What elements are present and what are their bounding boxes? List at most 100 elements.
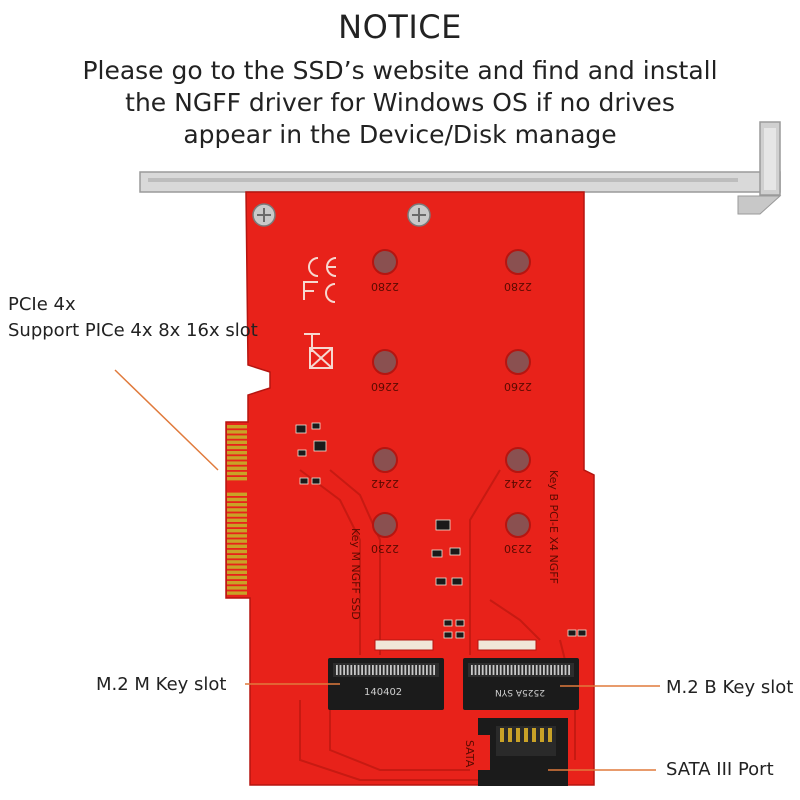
smd-part bbox=[443, 619, 453, 627]
label-2280-left: 2280 bbox=[371, 280, 399, 293]
smd-part bbox=[449, 547, 461, 556]
connector-pin bbox=[517, 665, 520, 675]
smd-part bbox=[313, 440, 327, 452]
label-2260-left: 2260 bbox=[371, 380, 399, 393]
smd-part bbox=[455, 631, 465, 639]
certification-marks bbox=[303, 257, 337, 369]
sata-pin bbox=[548, 728, 552, 742]
smd-part bbox=[577, 629, 587, 637]
gold-finger bbox=[227, 549, 247, 554]
notice-line-1: Please go to the SSD’s website and find … bbox=[82, 56, 718, 85]
mounting-pad bbox=[372, 349, 398, 375]
connector-pin bbox=[397, 665, 399, 675]
callout-b-key-slot: M.2 B Key slot bbox=[666, 677, 794, 698]
mounting-pad bbox=[372, 512, 398, 538]
gold-finger bbox=[227, 529, 247, 533]
smd-components bbox=[295, 422, 587, 639]
notice-line-3: appear in the Device/Disk manage bbox=[183, 120, 617, 149]
gold-finger bbox=[227, 497, 247, 502]
smd-part bbox=[435, 519, 451, 531]
screw-left bbox=[252, 203, 276, 227]
gold-finger bbox=[227, 544, 247, 548]
smd-part bbox=[295, 424, 307, 434]
sata-pin bbox=[500, 728, 504, 742]
ssd-length-mounting-pads bbox=[372, 249, 531, 538]
connector-pin bbox=[525, 665, 527, 675]
connector-pin bbox=[535, 665, 538, 675]
gold-finger bbox=[227, 518, 247, 522]
callout-pcie-title: PCIe 4x bbox=[8, 294, 76, 315]
label-ic-b: 2525A SYN bbox=[495, 687, 545, 697]
gold-finger bbox=[227, 523, 247, 528]
pcb-traces bbox=[299, 469, 576, 781]
connector-pin bbox=[375, 665, 378, 675]
connector-pin bbox=[415, 665, 417, 675]
screw-right bbox=[407, 203, 431, 227]
connector-pin bbox=[568, 665, 570, 675]
connector-pin bbox=[350, 665, 353, 675]
gold-finger bbox=[227, 477, 247, 481]
connector-pin bbox=[386, 665, 389, 675]
notice-title: NOTICE bbox=[338, 8, 462, 46]
connector-pin bbox=[364, 665, 367, 675]
connector-pin bbox=[354, 665, 356, 675]
callout-leader-lines bbox=[114, 369, 660, 771]
label-key-b: Key B PCI-E X4 NGFF bbox=[547, 470, 560, 584]
gold-finger bbox=[227, 581, 247, 585]
connector-pin bbox=[550, 665, 552, 675]
label-ic-m: 140402 bbox=[364, 687, 402, 698]
connector-pin bbox=[507, 665, 509, 675]
connector-pin bbox=[471, 665, 473, 675]
connector-pin bbox=[429, 665, 432, 675]
connector-pin bbox=[474, 665, 477, 675]
connector-pin bbox=[539, 665, 542, 675]
gold-finger bbox=[227, 461, 247, 465]
connector-pin bbox=[361, 665, 363, 675]
gold-finger bbox=[227, 456, 247, 460]
connector-pin bbox=[368, 665, 371, 675]
mounting-pad bbox=[505, 512, 531, 538]
label-2260-right: 2260 bbox=[504, 380, 532, 393]
gold-finger bbox=[227, 534, 247, 538]
gold-finger bbox=[227, 445, 247, 450]
gold-finger bbox=[227, 466, 247, 470]
gold-finger bbox=[227, 451, 247, 455]
mounting-bracket bbox=[139, 121, 782, 215]
pcb-board bbox=[225, 191, 595, 786]
connector-pin bbox=[379, 665, 381, 675]
sata-pin bbox=[532, 728, 536, 742]
gold-finger bbox=[227, 430, 247, 434]
connector-pin bbox=[553, 665, 556, 675]
gold-finger bbox=[227, 560, 247, 564]
connector-pin bbox=[426, 665, 428, 675]
connector-pin bbox=[499, 665, 502, 675]
mounting-pad bbox=[372, 249, 398, 275]
gold-finger bbox=[227, 575, 247, 580]
m2-b-key-connector: 2525A SYN bbox=[463, 639, 579, 710]
gold-finger bbox=[227, 539, 247, 543]
sata-pin bbox=[524, 728, 528, 742]
connector-pin bbox=[408, 665, 410, 675]
mounting-pad bbox=[505, 249, 531, 275]
connector-pin bbox=[532, 665, 534, 675]
callout-m-key-slot: M.2 M Key slot bbox=[96, 674, 227, 695]
label-key-m: Key M NGFF SSD bbox=[349, 528, 362, 620]
connector-pin bbox=[372, 665, 374, 675]
gold-finger bbox=[227, 492, 247, 496]
smd-part bbox=[299, 477, 309, 485]
connector-pin bbox=[400, 665, 403, 675]
smd-part bbox=[443, 631, 453, 639]
gold-finger bbox=[227, 591, 247, 595]
connector-pin bbox=[514, 665, 516, 675]
connector-pin bbox=[339, 665, 342, 675]
gold-finger bbox=[227, 570, 247, 574]
mounting-pad bbox=[372, 447, 398, 473]
sata-pin bbox=[516, 728, 520, 742]
smd-part bbox=[297, 449, 307, 457]
m2-m-key-connector: 140402 bbox=[328, 639, 444, 710]
connector-pin bbox=[521, 665, 524, 675]
label-2242-right: 2242 bbox=[504, 477, 532, 490]
connector-pin bbox=[382, 665, 385, 675]
connector-pin bbox=[411, 665, 414, 675]
